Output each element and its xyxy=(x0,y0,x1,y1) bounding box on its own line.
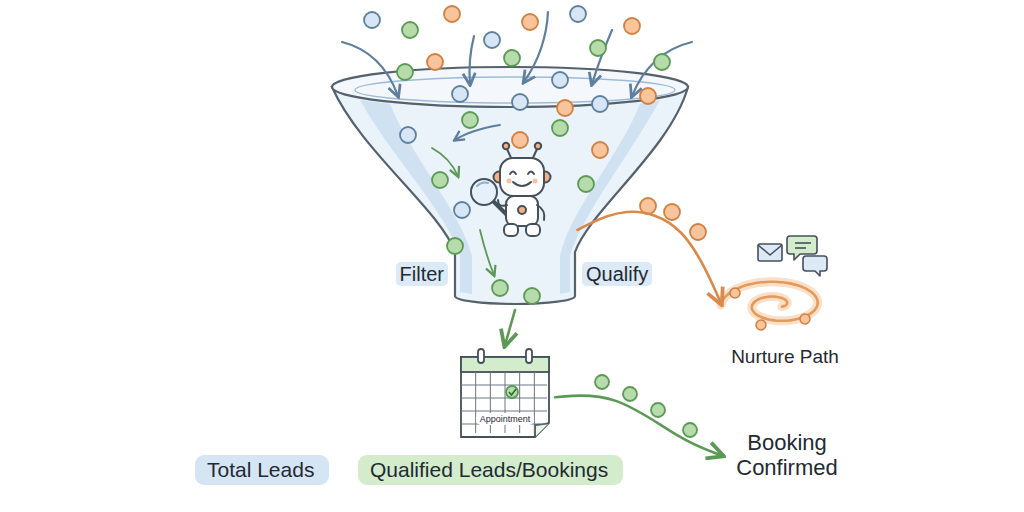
lead-dot xyxy=(557,100,573,116)
lead-dot xyxy=(683,423,697,437)
node-label: Qualify xyxy=(582,262,652,286)
flow-arrow xyxy=(505,310,515,345)
text-holder: Nurture Path xyxy=(705,346,865,368)
lead-dot xyxy=(690,224,706,240)
funnel-inner-arrows xyxy=(432,125,500,275)
lead-dot xyxy=(664,204,680,220)
lead-dot xyxy=(452,86,468,102)
lead-dot xyxy=(462,112,478,128)
funnel-node: Filter Qualify xyxy=(320,60,710,310)
node-label: Nurture Path xyxy=(727,345,843,368)
legend-pill-text: Qualified Leads/Bookings xyxy=(370,458,611,482)
result-label: Booking Confirmed xyxy=(722,430,852,481)
lead-dot xyxy=(454,202,470,218)
lead-dot xyxy=(432,172,448,188)
lead-dot xyxy=(364,12,380,28)
lead-dot xyxy=(592,96,608,112)
message-icons xyxy=(758,236,827,276)
spiral-node: Nurture Path xyxy=(705,255,865,370)
node-label: Filter xyxy=(396,262,448,286)
funnel-shade xyxy=(560,100,660,294)
legend-pill-text: Total Leads xyxy=(207,458,317,482)
funnel-rim xyxy=(332,67,688,107)
incoming-arrows xyxy=(342,12,692,96)
lead-dot xyxy=(492,280,508,296)
lead-dot xyxy=(400,127,416,143)
text-holder: Filter xyxy=(396,263,448,286)
lead-dot xyxy=(512,132,528,148)
flow-arrow xyxy=(555,396,722,456)
calendar-node: Appointment xyxy=(455,345,555,440)
lead-dot xyxy=(444,6,460,22)
robot-figure xyxy=(471,143,551,236)
funnel-shade xyxy=(360,100,472,294)
lead-dot xyxy=(427,54,443,70)
text-holder: Qualify xyxy=(582,263,652,286)
lead-dot xyxy=(402,22,418,38)
lead-dot xyxy=(504,50,520,66)
lead-dot xyxy=(447,238,463,254)
calendar-icon xyxy=(461,349,549,437)
plain-node: Booking Confirmed xyxy=(722,430,852,481)
lead-dot xyxy=(654,54,670,70)
lead-dots xyxy=(364,6,706,437)
lead-dot xyxy=(640,198,656,214)
lead-dot xyxy=(522,14,538,30)
lead-dot xyxy=(578,176,594,192)
lead-dot xyxy=(640,88,656,104)
text-holder: Appointment xyxy=(455,408,555,426)
lead-dot xyxy=(651,403,665,417)
lead-dot xyxy=(397,64,413,80)
lead-dot xyxy=(512,94,528,110)
lead-dot xyxy=(524,288,540,304)
lead-dot xyxy=(592,142,608,158)
node-label: Appointment xyxy=(476,413,535,425)
flow-arrow xyxy=(577,212,721,303)
lead-dot xyxy=(595,375,609,389)
lead-dot xyxy=(484,32,500,48)
lead-dot xyxy=(552,72,568,88)
lead-dot xyxy=(552,120,568,136)
lead-dot xyxy=(624,18,640,34)
lead-dot xyxy=(570,6,586,22)
calendar-outline xyxy=(455,345,555,440)
lead-dot xyxy=(590,40,606,56)
funnel-body xyxy=(332,87,688,304)
lead-dot xyxy=(623,387,637,401)
pill-node: Total Leads xyxy=(195,455,329,485)
pill-node: Qualified Leads/Bookings xyxy=(358,455,623,485)
